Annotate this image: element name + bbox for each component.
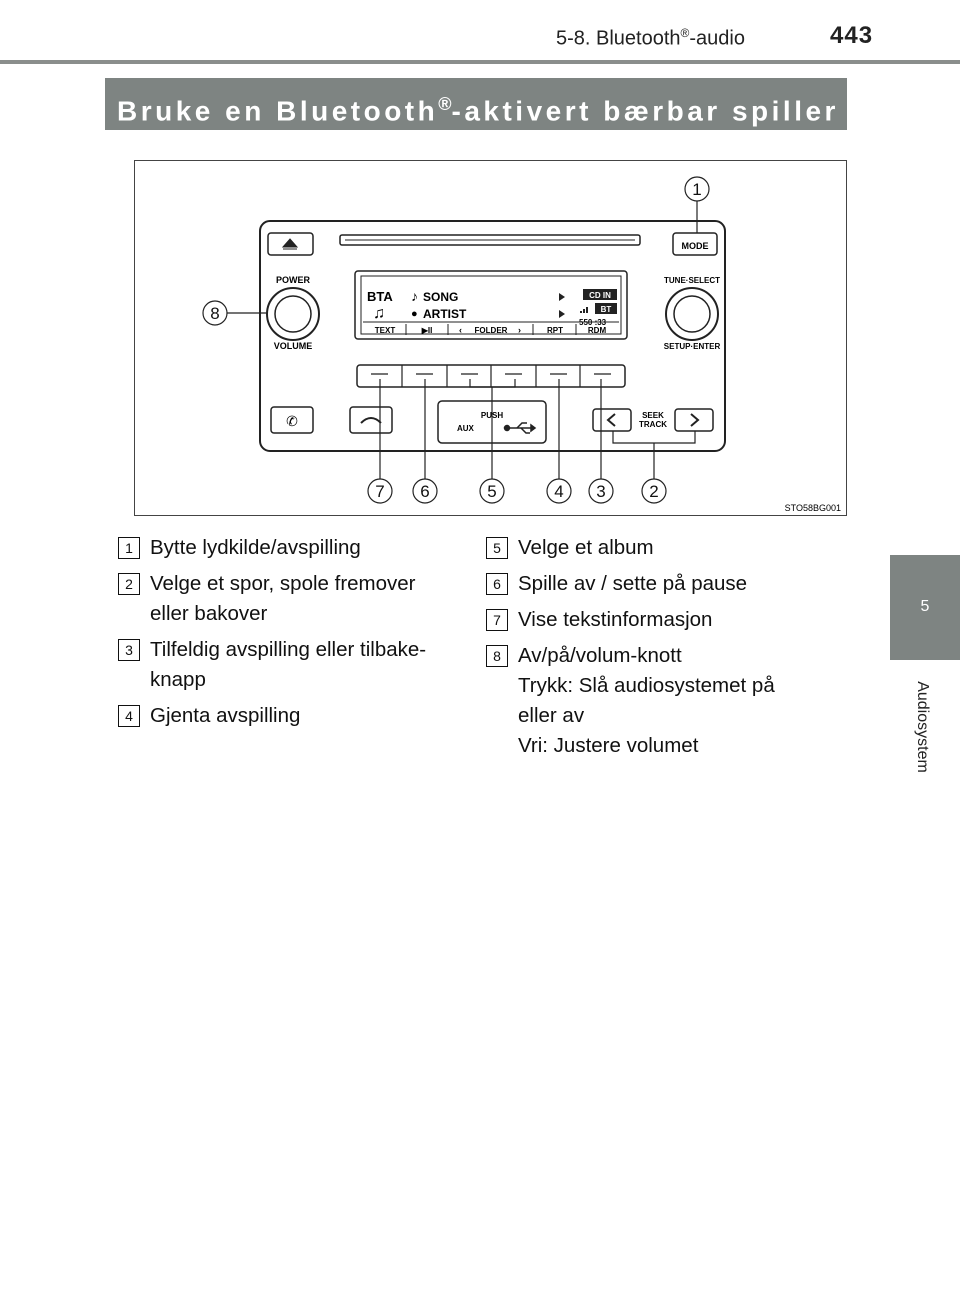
eject-icon: [281, 238, 299, 250]
audio-unit-illustration: MODE POWER VOLUME TUNE·SELECT SETUP·ENTE…: [202, 176, 841, 513]
chevron-left-icon: [606, 413, 616, 427]
legend-number: 3: [118, 639, 140, 661]
svg-text:8: 8: [210, 304, 219, 323]
seek-forward-button: [674, 408, 714, 432]
softkey-rdm: RDM: [588, 326, 607, 335]
display-artist: ARTIST: [423, 307, 467, 321]
track-label: TRACK: [639, 420, 667, 429]
svg-text:3: 3: [596, 482, 605, 501]
display-source: BTA: [367, 289, 393, 304]
signal-icon: [580, 307, 588, 313]
legend-item: 5 Velge et album: [478, 533, 834, 563]
legend-column-right: 5 Velge et album 6 Spille av / sette på …: [478, 533, 834, 767]
callout-7: [367, 478, 393, 504]
seek-back-button: [592, 408, 632, 432]
music-icon: ♫: [373, 305, 385, 322]
svg-text:BT: BT: [601, 305, 612, 314]
legend-number: 8: [486, 645, 508, 667]
svg-text:2: 2: [649, 482, 658, 501]
callout-1: [684, 176, 710, 202]
legend-number: 1: [118, 537, 140, 559]
phone-pickup-button: [270, 406, 314, 434]
figure-code: STO58BG001: [785, 503, 841, 513]
display-song: SONG: [423, 290, 458, 304]
chapter-tab: [890, 555, 960, 660]
legend-item: 4 Gjenta avspilling: [110, 701, 466, 731]
callout-8: [202, 300, 228, 326]
phone-hangup-button: [349, 406, 393, 434]
volume-label: VOLUME: [274, 341, 313, 351]
softkey-folder: FOLDER: [475, 326, 508, 335]
power-label: POWER: [276, 275, 311, 285]
note-icon: ♪: [411, 288, 418, 304]
svg-text:CD IN: CD IN: [589, 291, 611, 300]
legend-number: 2: [118, 573, 140, 595]
header-rule: [0, 60, 960, 64]
folder-down-icon: ‹: [459, 325, 462, 335]
mode-button: [672, 232, 718, 256]
page-number: 443: [830, 22, 874, 49]
legend-item: 6 Spille av / sette på pause: [478, 569, 834, 599]
svg-text:7: 7: [375, 482, 384, 501]
callout-4: [546, 478, 572, 504]
person-icon: ●: [411, 308, 418, 320]
folder-up-icon: ›: [518, 325, 521, 335]
legend-number: 6: [486, 573, 508, 595]
phone-pickup-icon: ✆: [286, 413, 298, 429]
softkey-play-pause: ▶II: [421, 326, 433, 335]
legend-item: 7 Vise tekstinformasjon: [478, 605, 834, 635]
legend-item: 8 Av/på/volum-knott Trykk: Slå audiosyst…: [478, 641, 834, 761]
usb-icon: [503, 422, 537, 434]
callout-5: [479, 478, 505, 504]
tune-select-label: TUNE·SELECT: [664, 276, 720, 285]
legend-number: 5: [486, 537, 508, 559]
aux-label: AUX: [457, 424, 475, 433]
mode-label: MODE: [682, 241, 709, 251]
callout-3: [588, 478, 614, 504]
callout-2: [641, 478, 667, 504]
chapter-label: Audiosystem: [914, 681, 931, 773]
artist-arrow-icon: [559, 310, 565, 318]
callout-6: [412, 478, 438, 504]
phone-hangup-icon: [360, 417, 382, 424]
legend-item: 3 Tilfeldig avspilling eller tilbake- kn…: [110, 635, 466, 695]
song-arrow-icon: [559, 293, 565, 301]
legend-number: 4: [118, 705, 140, 727]
cd-in-badge: [583, 289, 617, 300]
legend-item: 2 Velge et spor, spole fremover eller ba…: [110, 569, 466, 629]
bt-badge: [595, 303, 617, 314]
legend-number: 7: [486, 609, 508, 631]
chevron-right-icon: [690, 413, 700, 427]
softkey-text: TEXT: [375, 326, 396, 335]
section-banner: Bruke en Bluetooth®-aktivert bærbar spil…: [105, 78, 847, 130]
softkey-rpt: RPT: [547, 326, 563, 335]
svg-text:4: 4: [554, 482, 563, 501]
seek-label: SEEK: [642, 411, 664, 420]
svg-text:1: 1: [692, 180, 701, 199]
legend-item: 1 Bytte lydkilde/avspilling: [110, 533, 466, 563]
setup-enter-label: SETUP·ENTER: [664, 342, 721, 351]
svg-text:6: 6: [420, 482, 429, 501]
section-title: 5-8. Bluetooth®-audio: [556, 26, 745, 50]
svg-text:5: 5: [487, 482, 496, 501]
chapter-number: 5: [920, 598, 930, 615]
audio-unit-figure: MODE POWER VOLUME TUNE·SELECT SETUP·ENTE…: [134, 160, 847, 516]
legend-column-left: 1 Bytte lydkilde/avspilling 2 Velge et s…: [110, 533, 466, 737]
